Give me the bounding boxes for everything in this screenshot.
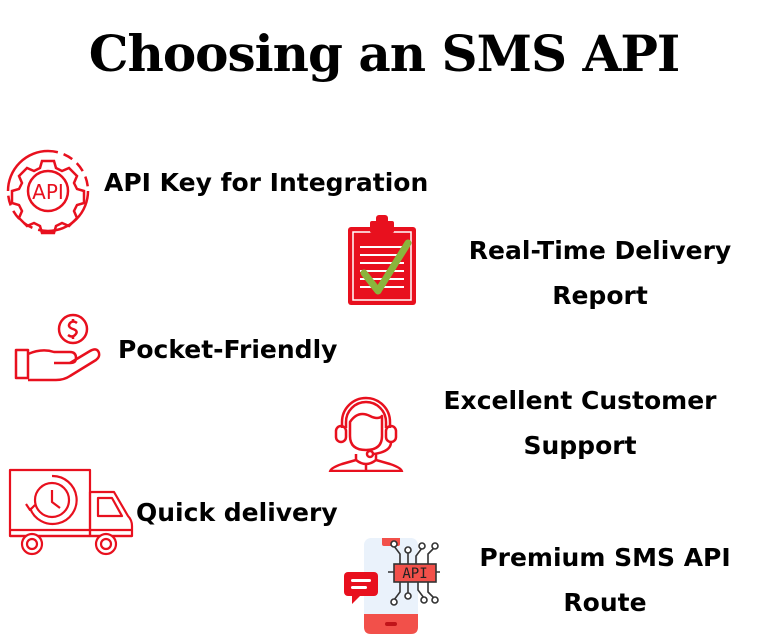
feature-line: Quick delivery [136, 498, 338, 527]
feature-api-key-label: API Key for Integration [104, 160, 428, 205]
feature-line: Premium SMS API [479, 543, 731, 572]
feature-line: Report [552, 281, 648, 310]
feature-line: Support [523, 431, 637, 460]
feature-premium-route-label: Premium SMS API Route [450, 535, 760, 625]
feature-line: Route [563, 588, 647, 617]
clipboard-check-icon [346, 215, 418, 307]
feature-quick-delivery-label: Quick delivery [136, 490, 338, 535]
headset-agent-icon [326, 392, 406, 472]
delivery-truck-clock-icon [6, 466, 136, 556]
hand-dollar-icon [10, 310, 106, 386]
page-title: Choosing an SMS API [88, 24, 681, 83]
feature-line: API Key for Integration [104, 168, 429, 197]
feature-line: Excellent Customer [443, 386, 717, 415]
feature-line: Real-Time Delivery [468, 236, 732, 265]
phone-api-message-icon: API [342, 536, 442, 636]
feature-line: Pocket-Friendly [118, 335, 338, 364]
svg-text:API: API [32, 180, 64, 204]
api-chip-text: API [402, 566, 427, 582]
feature-delivery-report-label: Real-Time Delivery Report [440, 228, 760, 318]
feature-customer-support-label: Excellent Customer Support [420, 378, 740, 468]
feature-pocket-friendly-label: Pocket-Friendly [118, 327, 337, 372]
api-gear-icon: API [0, 143, 96, 239]
